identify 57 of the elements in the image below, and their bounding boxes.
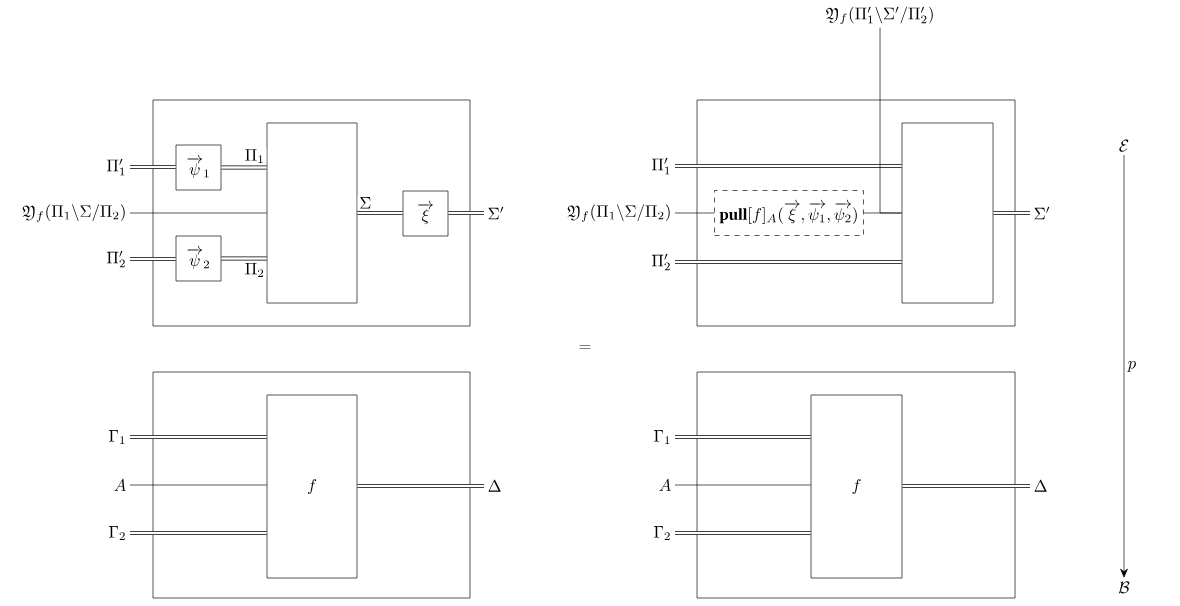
panel-box xyxy=(696,371,1016,599)
wire-label: $\Sigma'$ xyxy=(1034,206,1050,220)
wire xyxy=(130,165,176,169)
process-box: $\overrightarrow{\psi}_2$ xyxy=(175,235,222,282)
arrow xyxy=(1120,154,1128,578)
wire xyxy=(879,27,902,214)
wire-label: $\Pi'_2$ xyxy=(651,253,670,271)
category-label: $\mathcal{E}$ xyxy=(1119,139,1129,152)
wire xyxy=(674,212,715,214)
wire-label: $A$ xyxy=(114,478,126,491)
wire xyxy=(221,165,267,170)
wire-label: $\Pi'_1$ xyxy=(106,158,125,176)
wire xyxy=(675,531,811,535)
wire xyxy=(221,256,267,261)
wire xyxy=(130,531,267,535)
wire-label: $\Delta$ xyxy=(488,479,501,492)
wire xyxy=(129,484,267,486)
category-label: $\mathcal{B}$ xyxy=(1118,581,1130,594)
process-box: $f$ xyxy=(810,394,903,579)
process-box: $\overrightarrow{\psi}_1$ xyxy=(175,144,222,191)
wire-label: $\Gamma_2$ xyxy=(654,526,670,540)
wire-label: $\mathfrak{Y}_f(\Pi'_1\backslash\Sigma'/\Pi'_2)$ xyxy=(826,6,933,25)
wire xyxy=(993,211,1030,215)
wire xyxy=(130,257,176,261)
wire-label: $\Pi'_2$ xyxy=(106,250,125,268)
wire-label: $\Pi'_1$ xyxy=(651,157,670,175)
wire xyxy=(448,211,484,215)
wire-label: $\mathfrak{Y}_f(\Pi_1\backslash\Sigma/\Pi_2)$ xyxy=(22,204,125,222)
wire-label: $\Delta$ xyxy=(1034,479,1047,492)
process-box: $f$ xyxy=(266,394,358,579)
panel-box xyxy=(152,99,471,327)
wire xyxy=(357,484,484,488)
wire-label: $\Sigma'$ xyxy=(488,206,504,220)
edge-label: $\Pi_1$ xyxy=(245,149,263,163)
wire-label: $\Gamma_2$ xyxy=(109,526,125,540)
wire xyxy=(129,212,267,214)
wire xyxy=(902,484,1030,488)
wire xyxy=(674,484,811,486)
wire xyxy=(357,211,403,215)
panel-box xyxy=(696,99,1016,327)
process-box xyxy=(901,122,994,304)
edge-label: $p$ xyxy=(1127,361,1136,372)
panel-box xyxy=(152,371,471,599)
process-box xyxy=(266,122,358,304)
equals-sign: $=$ xyxy=(579,344,591,349)
wire-label: $\mathfrak{Y}_f(\Pi_1\backslash\Sigma/\Pi_2)$ xyxy=(567,204,670,222)
wire xyxy=(130,435,267,439)
process-box: $\overrightarrow{\xi}$ xyxy=(402,190,449,237)
wire xyxy=(675,435,811,439)
edge-label: $\Sigma$ xyxy=(360,197,371,209)
wire-label: $\Gamma_1$ xyxy=(109,430,125,444)
wire xyxy=(675,164,902,168)
wire xyxy=(675,260,902,264)
wire-label: $\Gamma_1$ xyxy=(654,430,670,444)
edge-label: $\Pi_2$ xyxy=(245,263,264,277)
wire-label: $A$ xyxy=(659,478,671,491)
dashed-box: $\mathbf{pull}[f]_A(\overrightarrow{\xi},\overrightarrow{\psi_1},\overrightarrow{\psi_2})$ xyxy=(714,190,864,236)
